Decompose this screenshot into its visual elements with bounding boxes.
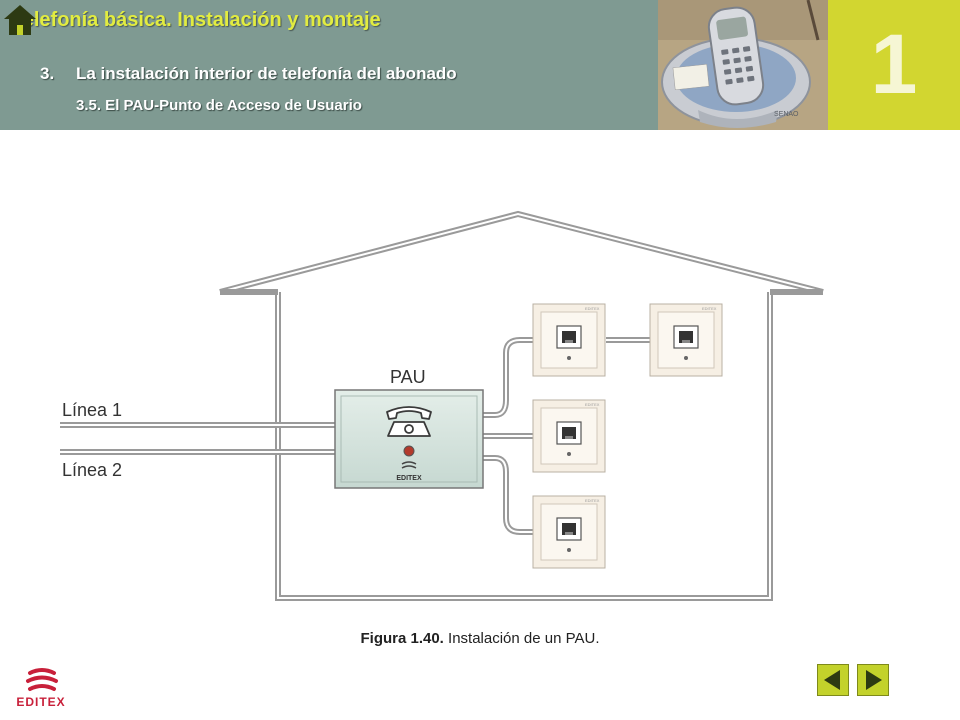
socket-1 — [532, 303, 606, 377]
slide-header: Telefonía básica. Instalación y montaje … — [0, 0, 960, 130]
section-title-text: La instalación interior de telefonía del… — [76, 64, 457, 83]
pau-installation-diagram: EDITEX EDITEX EDITEX EDITEX EDITEX PAU L… — [40, 200, 840, 610]
internal-cables — [483, 337, 650, 535]
chapter-box: 1 — [828, 0, 960, 130]
pau-box: EDITEX — [334, 389, 484, 489]
line-2-label: Línea 2 — [62, 460, 122, 480]
figure-caption-text: Instalación de un PAU. — [443, 630, 600, 647]
line-1-label: Línea 1 — [62, 400, 122, 420]
socket-2-brand: EDITEX — [702, 306, 717, 311]
figure-label: Figura 1.40. — [360, 630, 444, 647]
triangle-left-icon — [824, 670, 840, 690]
home-icon — [4, 5, 36, 35]
socket-1-brand: EDITEX — [585, 306, 600, 311]
next-slide-button[interactable] — [857, 664, 889, 696]
previous-slide-button[interactable] — [817, 664, 849, 696]
socket-2 — [649, 303, 723, 377]
editex-logo-mark — [26, 668, 58, 691]
socket-3 — [532, 399, 606, 473]
editex-logo: EDITEX — [8, 667, 74, 711]
socket-4 — [532, 495, 606, 569]
editex-logo-text: EDITEX — [16, 695, 66, 709]
pau-brand-logo: EDITEX — [396, 461, 422, 482]
subsection-title: 3.5. El PAU-Punto de Acceso de Usuario — [76, 97, 362, 114]
course-title: Telefonía básica. Instalación y montaje — [12, 9, 381, 31]
cordless-phone-illustration: SENAO — [658, 0, 828, 130]
cordless-phone-photo: SENAO — [658, 0, 828, 130]
triangle-right-icon — [866, 670, 882, 690]
socket-brand-labels: EDITEX EDITEX EDITEX EDITEX — [585, 306, 717, 503]
incoming-lines — [60, 422, 335, 455]
pau-indicator-led — [403, 445, 415, 457]
phone-brand-text: SENAO — [774, 111, 799, 118]
chapter-number: 1 — [870, 17, 918, 111]
section-number: 3. — [40, 64, 55, 83]
socket-4-brand: EDITEX — [585, 498, 600, 503]
pau-label: PAU — [390, 367, 426, 387]
home-button[interactable] — [0, 0, 42, 42]
socket-3-brand: EDITEX — [585, 402, 600, 407]
section-title: 3. La instalación interior de telefonía d… — [40, 64, 457, 84]
pau-brand-text: EDITEX — [396, 475, 422, 482]
diagram-drawing: EDITEX EDITEX EDITEX EDITEX EDITEX PAU L… — [60, 210, 824, 601]
figure-caption: Figura 1.40. Instalación de un PAU. — [0, 630, 960, 647]
house-outline — [219, 210, 824, 601]
telephone-icon — [386, 406, 432, 437]
header-background — [0, 0, 658, 130]
